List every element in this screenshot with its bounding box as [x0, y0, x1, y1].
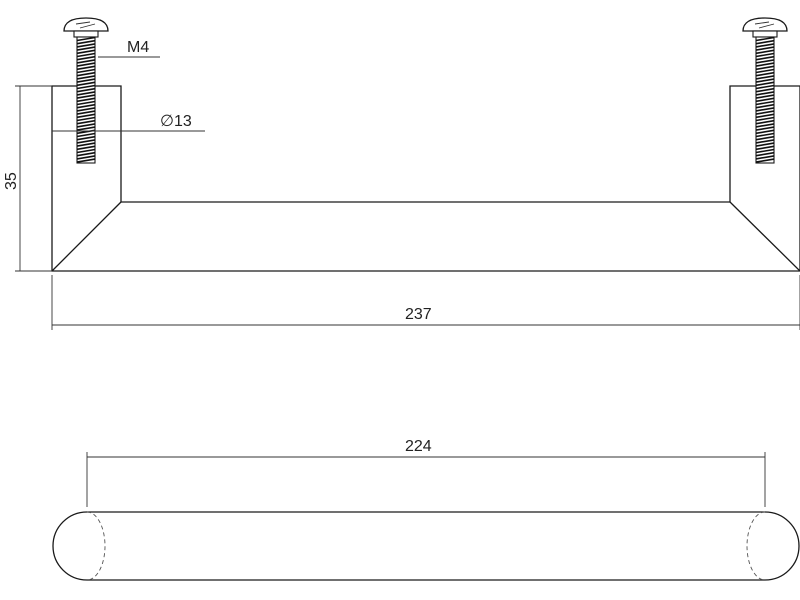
- length-dimension: [51, 275, 800, 330]
- center-distance-label: 224: [405, 438, 432, 455]
- height-label: 35: [3, 172, 20, 190]
- height-dimension: [15, 85, 52, 272]
- right-screw-head: [742, 17, 788, 32]
- handle-top-view: [52, 511, 800, 581]
- right-screw: [742, 17, 788, 164]
- right-screw-thread: [755, 36, 775, 164]
- left-screw: [63, 17, 109, 164]
- right-screw-slot: [754, 21, 775, 29]
- right-hidden-circle: [746, 511, 766, 581]
- left-hidden-circle: [86, 511, 106, 581]
- left-screw-thread: [76, 36, 96, 164]
- left-bevel-line: [51, 201, 122, 272]
- right-bevel-line: [729, 201, 800, 272]
- top-view-outline: [52, 511, 800, 581]
- left-screw-slot: [75, 21, 96, 29]
- center-distance-dimension: [86, 452, 766, 507]
- right-screw-collar: [752, 30, 778, 38]
- left-screw-head: [63, 17, 109, 32]
- left-screw-collar: [73, 30, 99, 38]
- diameter-label: ∅13: [160, 113, 192, 130]
- length-label: 237: [405, 306, 432, 323]
- handle-side-view: [51, 85, 800, 272]
- m4-label: M4: [127, 39, 149, 56]
